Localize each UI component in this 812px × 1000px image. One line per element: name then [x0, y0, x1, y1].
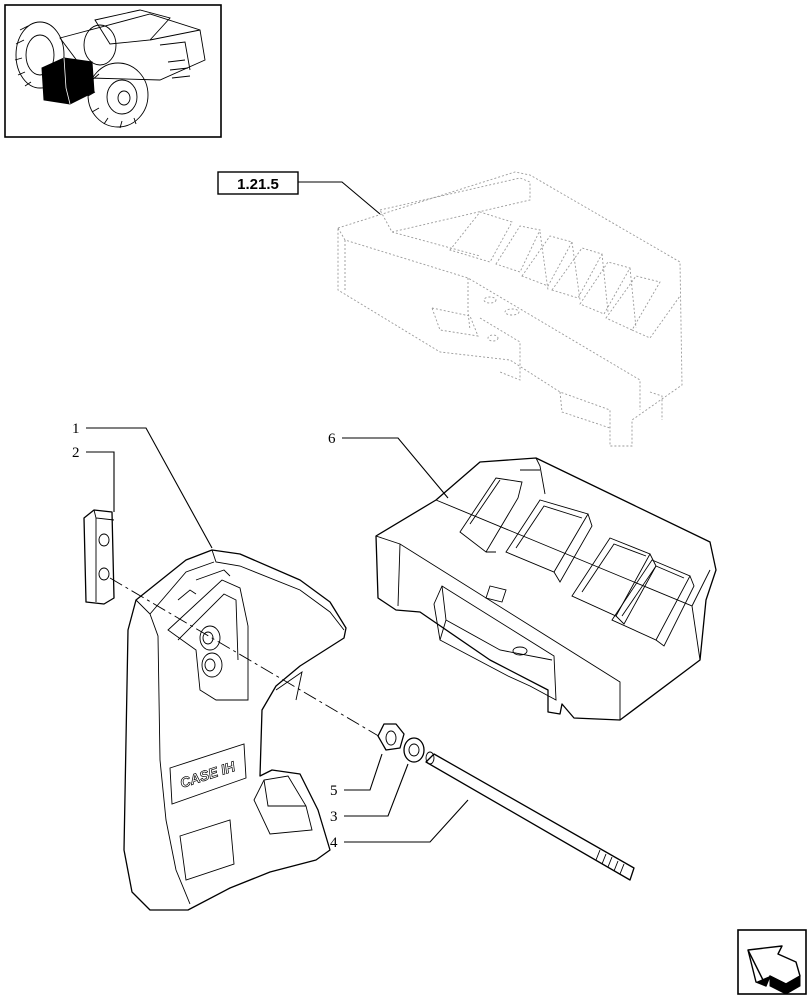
- callout-3: 3: [330, 809, 338, 825]
- callout-6-leader: [342, 437, 449, 499]
- reference-leader-line: [298, 181, 381, 215]
- reference-label[interactable]: 1.21.5: [217, 171, 299, 195]
- assembly-axis-line: [109, 577, 383, 739]
- callout-3-leader: [344, 763, 409, 817]
- callout-1-leader: [86, 427, 213, 549]
- part-5-nut[interactable]: [377, 723, 405, 751]
- callout-4-leader: [344, 799, 469, 843]
- reference-label-text: 1.21.5: [237, 176, 279, 193]
- part-2-plate[interactable]: [83, 509, 115, 605]
- callout-2: 2: [72, 445, 80, 461]
- part-6-weight-carrier[interactable]: [375, 457, 717, 721]
- part-3-washer[interactable]: [403, 737, 425, 763]
- callout-2-leader: [86, 451, 115, 512]
- callout-1: 1: [72, 421, 80, 437]
- tractor-thumbnail-icon[interactable]: [4, 4, 222, 138]
- part-1-front-weight[interactable]: CASE IH: [123, 549, 347, 911]
- callout-6: 6: [328, 431, 336, 447]
- reference-frame-ghost: [337, 171, 683, 447]
- callout-4: 4: [330, 835, 338, 851]
- part-4-threaded-rod[interactable]: [425, 751, 635, 881]
- next-page-arrow-icon[interactable]: [737, 929, 807, 995]
- callout-5-leader: [344, 753, 383, 791]
- callout-5: 5: [330, 783, 338, 799]
